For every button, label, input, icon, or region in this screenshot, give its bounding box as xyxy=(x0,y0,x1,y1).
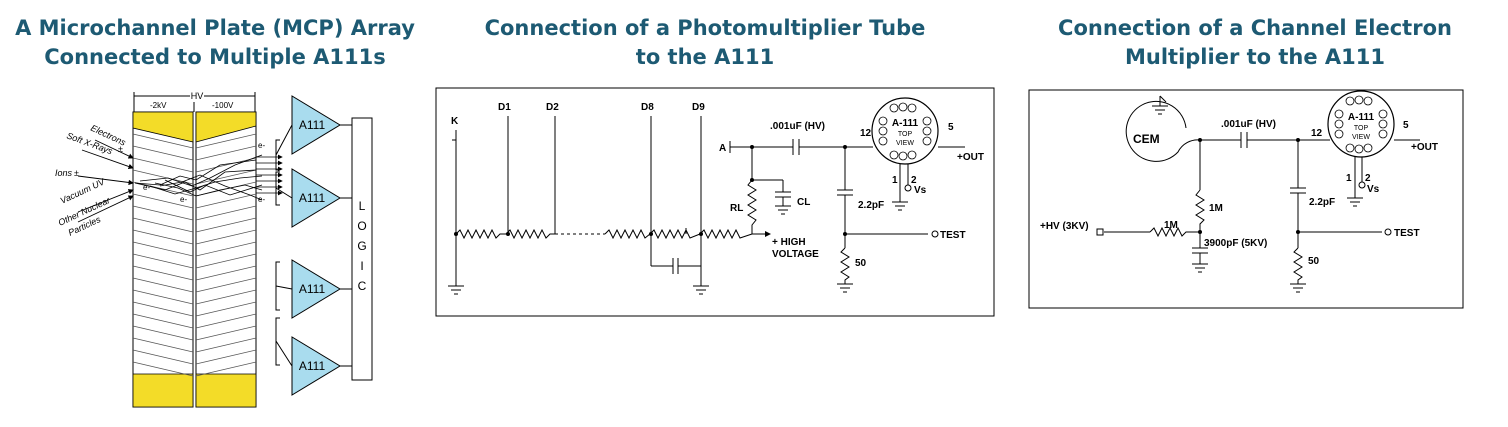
incoming-particle-arrows xyxy=(77,139,134,223)
pmt-d1-label: D1 xyxy=(498,102,511,113)
pmt-chip-view: VIEW xyxy=(896,140,914,147)
pmt-pin1-label: 1 xyxy=(892,175,898,186)
logic-letter-2: O xyxy=(357,219,366,233)
cem-r50-label: 50 xyxy=(1308,256,1320,267)
pmt-cap-label: .001uF (HV) xyxy=(770,121,825,132)
mcp-panel-title: A Microchannel Plate (MCP) Array Connect… xyxy=(0,14,430,72)
pmt-wiring xyxy=(452,116,965,286)
a111-amplifier-1: A111 xyxy=(291,95,352,155)
electron-symbol-2: e- xyxy=(180,195,187,204)
logic-letter-3: G xyxy=(357,239,366,253)
ions-pm: ± xyxy=(74,168,79,178)
pmt-cl-label: CL xyxy=(797,197,810,208)
electrons-pm: ± xyxy=(118,144,123,154)
amp-label-4: A111 xyxy=(299,359,326,373)
pmt-d9-label: D9 xyxy=(692,102,705,113)
cem-title-line-1: Connection of a Channel Electron xyxy=(1058,16,1452,40)
cem-cap-label: .001uF (HV) xyxy=(1221,119,1276,130)
cem-c22-label: 2.2pF xyxy=(1309,197,1335,208)
pmt-pin5-label: 5 xyxy=(948,122,954,133)
a111-amplifier-4: A111 xyxy=(291,336,352,396)
anode-brackets xyxy=(275,124,293,367)
cem-hv-label: +HV (3KV) xyxy=(1040,221,1089,232)
amp-label-2: A111 xyxy=(299,191,326,205)
pmt-chip-label: A-111 xyxy=(892,118,919,129)
pmt-test-terminal xyxy=(931,230,939,238)
pmt-chip-top: TOP xyxy=(898,131,913,138)
cem-out-label: +OUT xyxy=(1411,142,1438,153)
pmt-anode-label: A xyxy=(719,143,726,154)
cem-pin1-label: 1 xyxy=(1346,173,1352,184)
cem-test-label: TEST xyxy=(1394,228,1420,239)
pmt-a111-package: A-111 TOP VIEW xyxy=(871,97,939,165)
cem-pin2-label: 2 xyxy=(1365,173,1371,184)
pmt-r50-label: 50 xyxy=(855,258,867,269)
pmt-pin12-label: 12 xyxy=(860,128,872,139)
pmt-out-label: +OUT xyxy=(957,152,984,163)
cem-test-terminal xyxy=(1384,228,1392,236)
logic-letter-5: C xyxy=(358,279,367,293)
mcp-channels xyxy=(132,133,257,377)
hv-label: HV xyxy=(191,91,204,101)
cem-chip-view: VIEW xyxy=(1352,134,1370,141)
cem-wiring xyxy=(1104,95,1420,284)
pmt-pin2-label: 2 xyxy=(911,175,917,186)
cem-pin12-label: 12 xyxy=(1311,128,1323,139)
pmt-vs-label: Vs xyxy=(914,185,927,196)
electron-avalanche xyxy=(134,154,263,201)
minus-100v-label: -100V xyxy=(212,101,234,110)
electron-symbol-1: e- xyxy=(143,183,150,192)
mcp-plate-right xyxy=(195,111,257,408)
electron-symbol-3: e- xyxy=(258,141,265,150)
hv-bracket xyxy=(133,92,256,112)
cem-label: CEM xyxy=(1133,132,1160,146)
pmt-panel-title: Connection of a Photomultiplier Tube to … xyxy=(445,14,965,72)
pmt-junction-dots xyxy=(454,145,847,236)
pmt-k-label: K xyxy=(451,116,459,127)
cem-1m-upper-label: 1M xyxy=(1209,203,1223,214)
cem-vs-label: Vs xyxy=(1367,184,1380,195)
cem-chip-top: TOP xyxy=(1354,125,1369,132)
amp-label-1: A111 xyxy=(299,118,326,132)
pmt-vs-terminal xyxy=(904,184,912,192)
pmt-voltage-label: VOLTAGE xyxy=(772,249,819,260)
amp-label-3: A111 xyxy=(299,282,326,296)
a111-amplifier-2: A111 xyxy=(291,168,352,228)
minus-2kv-label: -2kV xyxy=(150,101,167,110)
logic-letter-4: I xyxy=(360,259,363,273)
logic-letter-1: L xyxy=(359,199,366,213)
avalanche-arrows xyxy=(256,154,283,196)
mcp-title-line-2: Connected to Multiple A111s xyxy=(44,45,386,69)
pmt-d2-label: D2 xyxy=(546,102,559,113)
mcp-title-line-1: A Microchannel Plate (MCP) Array xyxy=(15,16,415,40)
cem-vs-terminal xyxy=(1358,181,1366,189)
cem-junction-dots xyxy=(1198,138,1300,234)
cem-grounds xyxy=(1192,197,1363,293)
cem-a111-package: A-111 TOP VIEW xyxy=(1327,90,1395,158)
cem-3900-label: 3900pF (5KV) xyxy=(1204,238,1267,249)
cem-pin5-label: 5 xyxy=(1403,120,1409,131)
logic-block: L O G I C xyxy=(351,117,373,381)
cem-title-line-2: Multiplier to the A111 xyxy=(1124,45,1386,69)
pmt-high-label: + HIGH xyxy=(772,237,806,248)
mcp-plate-left xyxy=(132,111,194,408)
cem-chip-label: A-111 xyxy=(1348,112,1375,123)
cem-panel-title: Connection of a Channel Electron Multipl… xyxy=(1005,14,1505,72)
ions-label: Ions xyxy=(55,168,73,178)
pmt-c22-label: 2.2pF xyxy=(858,200,884,211)
pmt-d8-label: D8 xyxy=(641,102,654,113)
cem-1m-lower-label: 1M xyxy=(1164,220,1178,231)
cem-hv-terminal xyxy=(1096,228,1104,236)
pmt-grounds xyxy=(448,201,908,295)
pmt-test-label: TEST xyxy=(940,230,966,241)
a111-amplifier-3: A111 xyxy=(291,259,352,319)
pmt-title-line-1: Connection of a Photomultiplier Tube xyxy=(484,16,926,40)
pmt-title-line-2: to the A111 xyxy=(635,45,775,69)
electron-symbol-4: e- xyxy=(258,195,265,204)
pmt-rl-label: RL xyxy=(730,203,743,214)
